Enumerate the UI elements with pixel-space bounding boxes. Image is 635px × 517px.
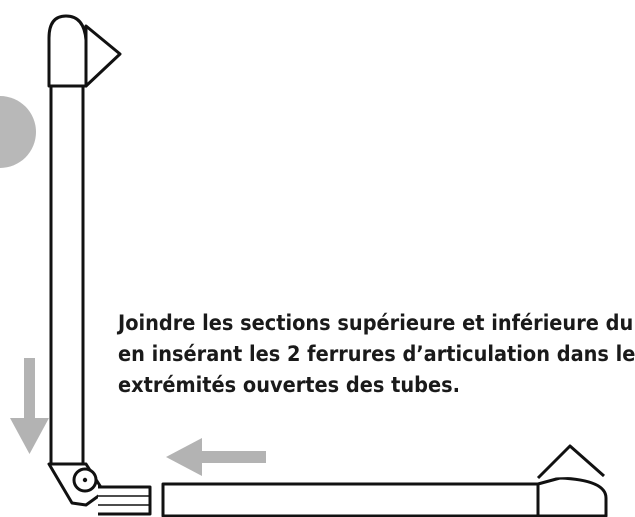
move-down-arrow [10,358,49,454]
lower-hinge-plate [536,444,605,480]
upper-tube-top-cap [47,14,88,88]
instruction-line-1: Joindre les sections supérieure et infér… [118,311,634,336]
lower-tube-end-cap [536,476,608,517]
assembly-diagram [0,14,608,517]
lower-tube-section [161,444,608,517]
articulation-fitting [98,485,152,516]
upper-hinge-plate [84,24,122,88]
pivot-hole [82,477,88,483]
upper-tube-section [47,14,152,516]
instruction-line-3: extrémités ouvertes des tubes. [118,373,460,398]
instruction-line-2: en insérant les 2 ferrures d’articulatio… [118,342,635,367]
upper-tube-body [49,84,85,466]
assembly-instruction-text: Joindre les sections supérieure et infér… [118,308,635,401]
lower-tube-body [161,482,540,517]
step-marker-circle [0,96,36,168]
move-left-arrow [166,438,266,476]
